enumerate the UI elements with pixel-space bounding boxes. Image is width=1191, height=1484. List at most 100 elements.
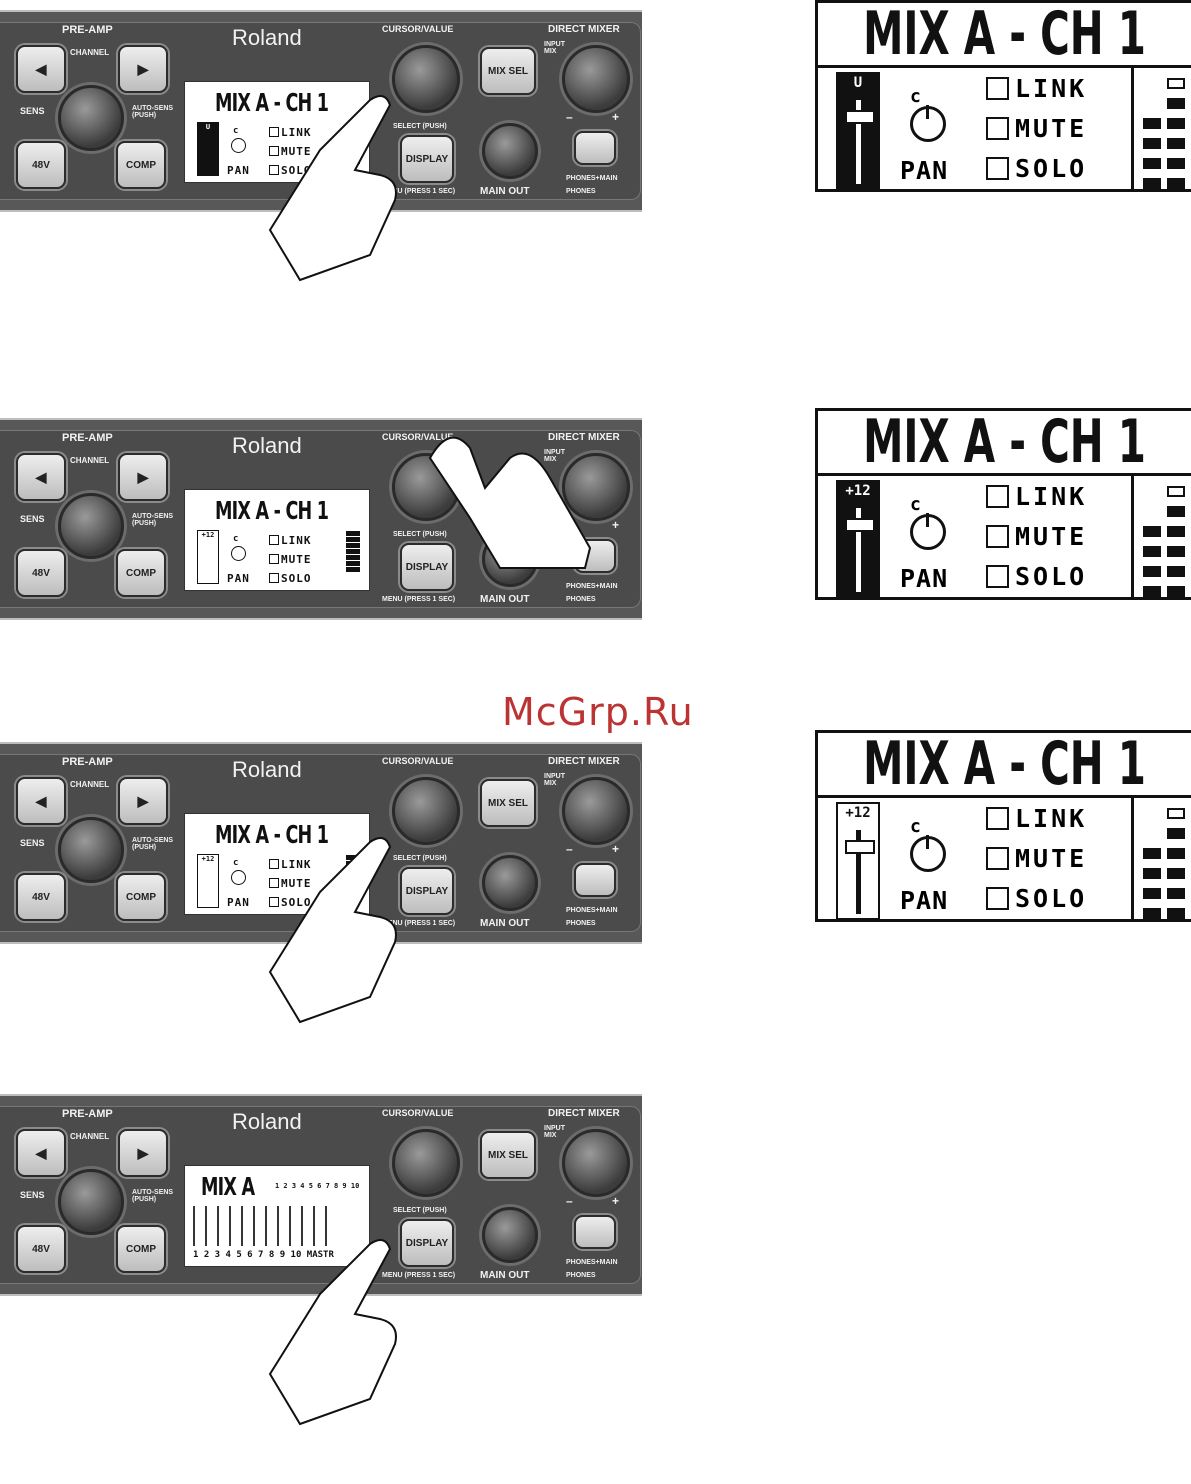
select-push-label: SELECT (PUSH) <box>393 855 447 862</box>
phantom-48v-button[interactable]: 48V <box>16 141 66 189</box>
pan-knob-icon <box>231 138 246 153</box>
watermark: McGrp.Ru <box>502 690 694 734</box>
checkbox-icon <box>269 573 279 583</box>
phones-select-button[interactable] <box>574 131 616 165</box>
cursor-value-knob[interactable] <box>392 777 460 845</box>
direct-mixer-knob[interactable] <box>562 1129 630 1197</box>
meter-segment <box>1143 178 1161 189</box>
preamp-label: PRE-AMP <box>62 432 113 444</box>
comp-button[interactable]: COMP <box>116 141 166 189</box>
lcd-fader-label: U <box>838 75 878 91</box>
display-button[interactable]: DISPLAY <box>400 1219 454 1267</box>
direct-mixer-knob[interactable] <box>562 777 630 845</box>
display-link-option: LINK <box>269 126 312 139</box>
display-solo-label: SOLO <box>281 164 312 177</box>
meter-segment <box>1167 138 1185 149</box>
hand-pointer-illustration <box>428 436 592 569</box>
lcd-fader-label: +12 <box>838 483 878 499</box>
sens-knob[interactable] <box>58 817 124 883</box>
channel-right-button[interactable]: ▶ <box>118 45 168 93</box>
lcd-fader: U <box>836 72 880 190</box>
display-title: MIX A - CH 1 <box>215 88 329 117</box>
display-pan-label: PAN <box>227 896 250 909</box>
meter-segment <box>1143 848 1161 859</box>
display-button[interactable]: DISPLAY <box>400 867 454 915</box>
phones-select-button[interactable] <box>574 863 616 897</box>
phones-label: PHONES <box>566 188 596 195</box>
fader-cap <box>845 840 875 854</box>
mix-sel-button[interactable]: MIX SEL <box>480 47 536 95</box>
lcd-mute-label: MUTE <box>1015 114 1088 143</box>
lcd-divider <box>1131 68 1134 189</box>
meter-segment <box>1167 486 1185 497</box>
meter-row <box>1138 582 1188 602</box>
display-solo-option: SOLO <box>269 896 312 909</box>
lcd-solo-option: SOLO <box>986 154 1087 183</box>
meter-segment <box>346 567 360 572</box>
comp-button[interactable]: COMP <box>116 1225 166 1273</box>
lcd-fader: +12 <box>836 480 880 598</box>
mix-sel-button[interactable]: MIX SEL <box>480 779 536 827</box>
cursor-value-knob[interactable] <box>392 1129 460 1197</box>
roland-logo: Roland <box>232 433 302 458</box>
sens-knob[interactable] <box>58 493 124 559</box>
phantom-48v-button[interactable]: 48V <box>16 549 66 597</box>
meter-segment <box>1143 868 1161 879</box>
sens-knob[interactable] <box>58 85 124 151</box>
direct-mixer-knob[interactable] <box>562 453 630 521</box>
meter-row <box>1138 522 1188 542</box>
checkbox-icon <box>269 878 279 888</box>
plus-label: + <box>612 518 620 532</box>
sens-label: SENS <box>20 514 45 524</box>
cursor-value-knob[interactable] <box>392 45 460 113</box>
channel-left-button[interactable]: ◀ <box>16 453 66 501</box>
channel-label: CHANNEL <box>70 1132 110 1141</box>
input-mix-label: INPUT MIX <box>544 1125 565 1139</box>
plus-label: + <box>612 1194 620 1208</box>
sens-knob[interactable] <box>58 1169 124 1235</box>
lcd-pan-label: PAN <box>900 564 949 593</box>
channel-right-button[interactable]: ▶ <box>118 1129 168 1177</box>
phones-label: PHONES <box>566 920 596 927</box>
fader-cap <box>845 110 875 124</box>
phantom-48v-button[interactable]: 48V <box>16 1225 66 1273</box>
meter-segment <box>1143 138 1161 149</box>
display-button[interactable]: DISPLAY <box>400 543 454 591</box>
sens-label: SENS <box>20 1190 45 1200</box>
channel-left-button[interactable]: ◀ <box>16 45 66 93</box>
comp-button[interactable]: COMP <box>116 549 166 597</box>
lcd-mute-label: MUTE <box>1015 844 1088 873</box>
channel-left-button[interactable]: ◀ <box>16 1129 66 1177</box>
channel-left-button[interactable]: ◀ <box>16 777 66 825</box>
phones-select-button[interactable] <box>574 1215 616 1249</box>
checkbox-icon <box>269 127 279 137</box>
roland-logo: Roland <box>232 757 302 782</box>
direct-mixer-knob[interactable] <box>562 45 630 113</box>
fader-track <box>856 508 861 592</box>
lcd-divider <box>1131 476 1134 597</box>
display-button[interactable]: DISPLAY <box>400 135 454 183</box>
plus-label: + <box>612 842 620 856</box>
lcd-link-label: LINK <box>1015 482 1088 511</box>
cursor-value-label: CURSOR/VALUE <box>382 432 454 442</box>
triangle-left-icon: ◀ <box>35 468 47 485</box>
lcd-title: MIX A - CH 1 <box>863 0 1146 69</box>
mix-sel-button[interactable]: MIX SEL <box>480 1131 536 1179</box>
phantom-48v-button[interactable]: 48V <box>16 873 66 921</box>
meter-segment <box>1167 98 1185 109</box>
channel-right-button[interactable]: ▶ <box>118 453 168 501</box>
main-out-knob[interactable] <box>482 123 538 179</box>
direct-mixer-label: DIRECT MIXER <box>548 1108 620 1119</box>
main-out-knob[interactable] <box>482 855 538 911</box>
autosens-label: AUTO-SENS (PUSH) <box>132 105 174 119</box>
main-out-knob[interactable] <box>482 1207 538 1263</box>
comp-button[interactable]: COMP <box>116 873 166 921</box>
channel-right-button[interactable]: ▶ <box>118 777 168 825</box>
cursor-value-label: CURSOR/VALUE <box>382 756 454 766</box>
lcd-mute-option: MUTE <box>986 522 1087 551</box>
lcd-fader: +12 <box>836 802 880 920</box>
phones-main-label: PHONES+MAIN <box>566 1259 618 1266</box>
minus-label: – <box>566 110 573 124</box>
meter-segment <box>1167 828 1185 839</box>
